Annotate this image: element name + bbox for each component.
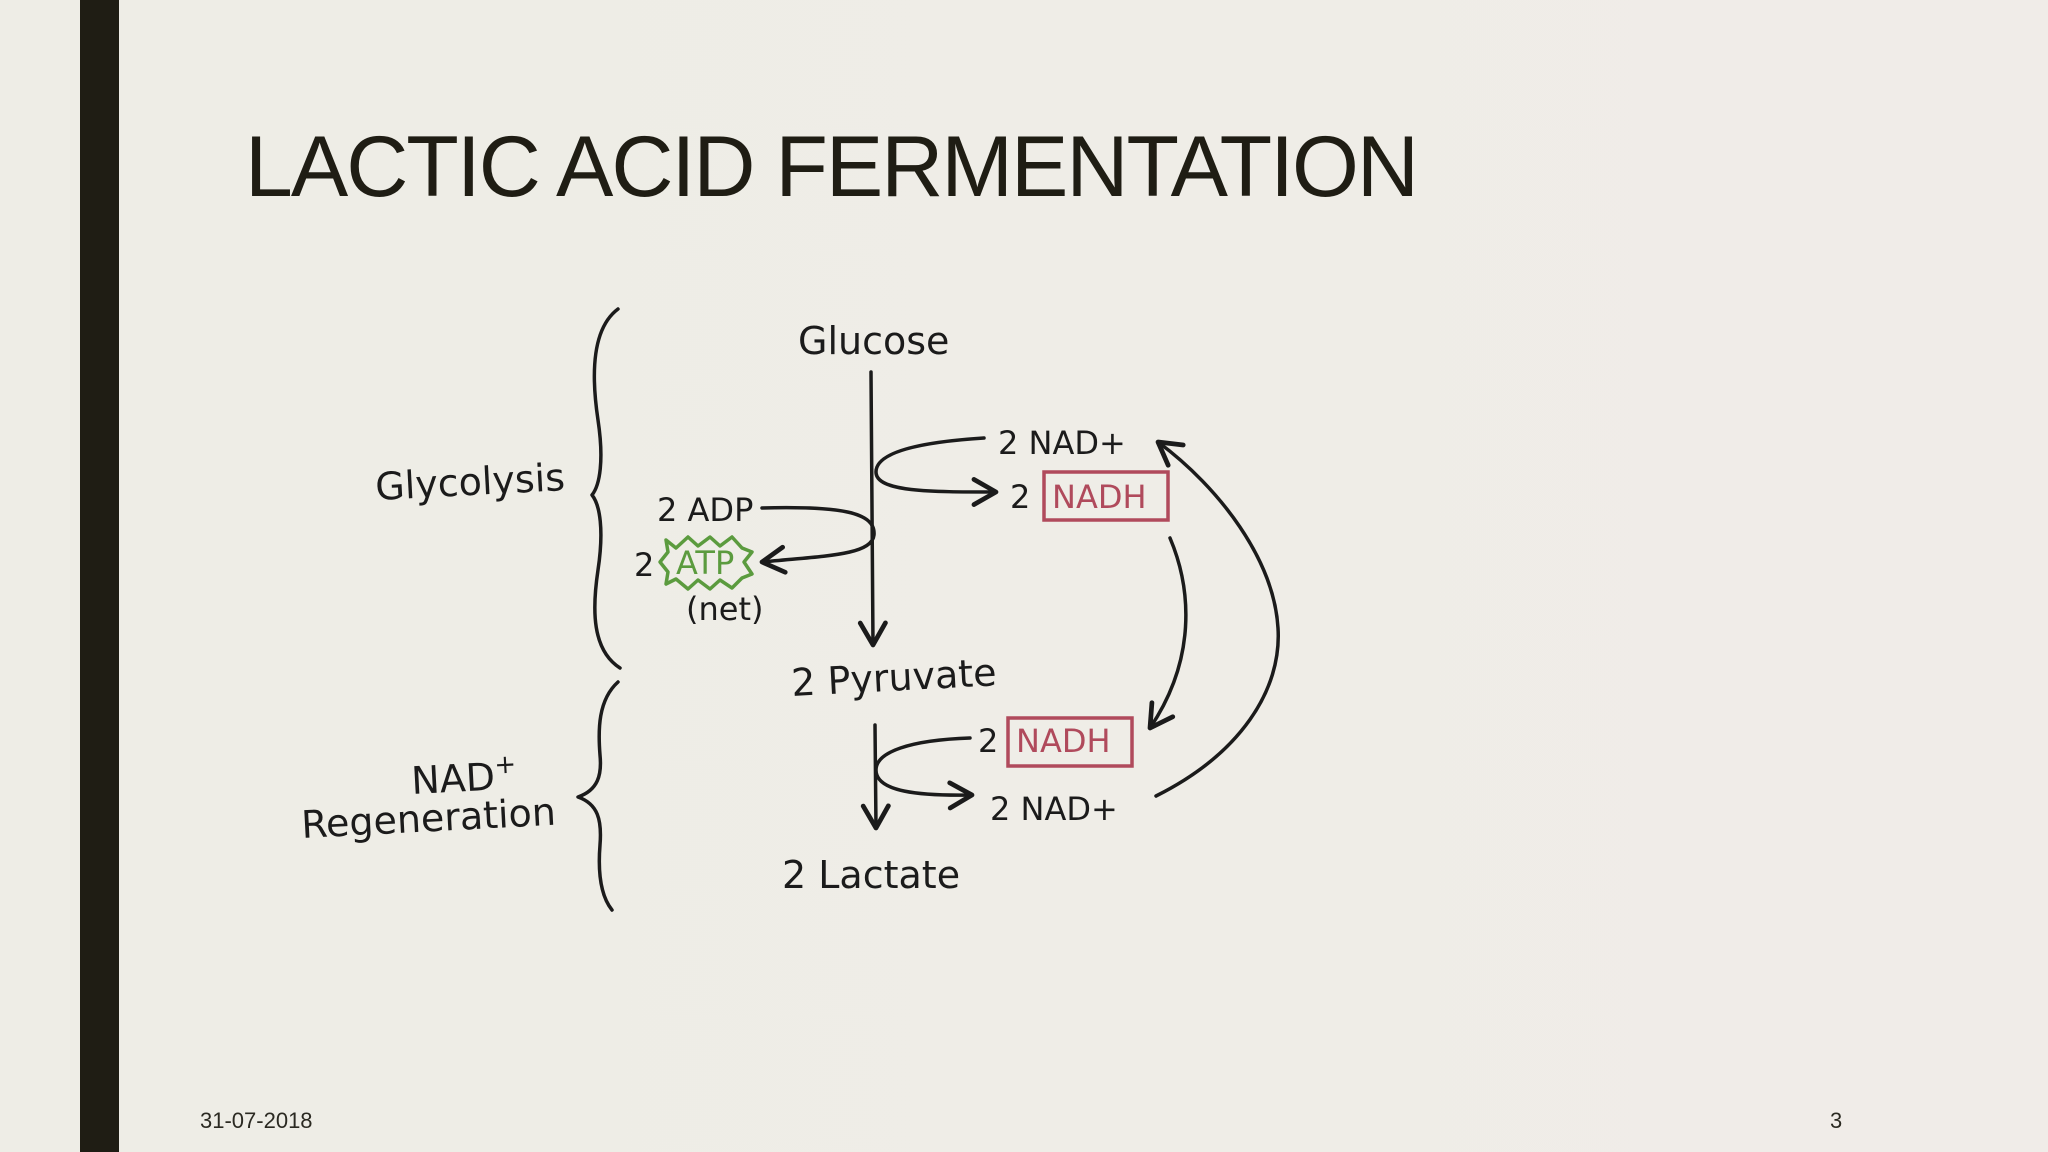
nadh-recycle-arrow bbox=[1147, 536, 1188, 731]
nadh-top-count: 2 bbox=[1010, 478, 1030, 516]
pyruvate-to-lactate-arrow bbox=[860, 723, 891, 831]
atp-burst bbox=[658, 535, 754, 591]
nad-plus-top-label: 2 NAD+ bbox=[998, 424, 1126, 462]
nad-to-nadh-arrow bbox=[874, 436, 999, 507]
lactate-label: 2 Lactate bbox=[782, 853, 960, 897]
glucose-to-pyruvate-arrow bbox=[857, 370, 888, 648]
slide-title: LACTIC ACID FERMENTATION bbox=[245, 119, 1419, 215]
adp-label: 2 ADP bbox=[657, 491, 753, 529]
nad-return-arrow bbox=[1154, 439, 1280, 798]
glycolysis-label: Glycolysis bbox=[374, 455, 566, 509]
nadh-bottom-box bbox=[1006, 716, 1134, 768]
nad-regeneration-brace bbox=[576, 680, 620, 912]
adp-to-atp-arrow bbox=[759, 505, 876, 575]
glycolysis-brace bbox=[590, 307, 622, 670]
nad-plus-bottom-label: 2 NAD+ bbox=[990, 790, 1118, 828]
nadh-top-box bbox=[1042, 470, 1170, 522]
slide-page-number: 3 bbox=[1830, 1108, 1843, 1133]
atp-count: 2 bbox=[634, 546, 654, 584]
regeneration-label: Regeneration bbox=[300, 790, 557, 847]
net-label: (net) bbox=[686, 590, 763, 628]
nad-label-sup: + bbox=[494, 750, 517, 781]
nadh-to-nad-arrow bbox=[874, 736, 975, 811]
nadh-bottom-count: 2 bbox=[978, 722, 998, 760]
slide-date: 31-07-2018 bbox=[200, 1108, 313, 1133]
accent-bar bbox=[80, 0, 119, 1152]
atp-label: ATP bbox=[676, 544, 734, 582]
pyruvate-label: 2 Pyruvate bbox=[790, 650, 997, 705]
glucose-label: Glucose bbox=[798, 319, 949, 363]
nadh-top-label: NADH bbox=[1052, 478, 1147, 516]
nad-label: NAD+ bbox=[410, 750, 518, 803]
nadh-bottom-label: NADH bbox=[1016, 722, 1111, 760]
nad-label-text: NAD bbox=[410, 755, 496, 803]
